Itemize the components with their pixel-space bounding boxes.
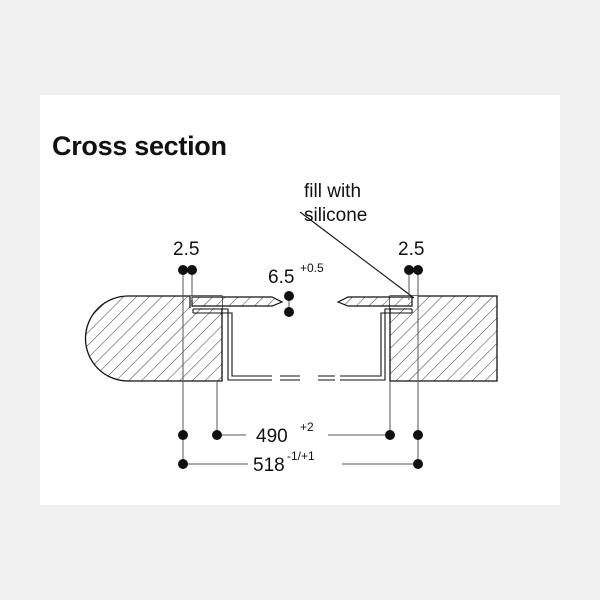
silicone-note-line1: fill with bbox=[304, 181, 361, 202]
dimension-dots bbox=[178, 265, 423, 469]
outer-width-tolerance: -1/+1 bbox=[287, 449, 315, 463]
depth-label: 6.5 bbox=[268, 267, 294, 288]
depth-tolerance: +0.5 bbox=[300, 261, 324, 275]
outer-width-label: 518 bbox=[253, 455, 285, 476]
gap-left-label: 2.5 bbox=[173, 239, 199, 260]
hob-frame-right bbox=[318, 308, 413, 381]
gap-right-label: 2.5 bbox=[398, 239, 424, 260]
page-title: Cross section bbox=[52, 131, 227, 161]
hob-panel-right bbox=[336, 296, 413, 307]
hob-frame-left bbox=[192, 308, 300, 381]
right-worktop bbox=[389, 295, 498, 382]
inner-width-tolerance: +2 bbox=[300, 420, 314, 434]
depth-value: 6.5 bbox=[268, 267, 294, 288]
left-worktop bbox=[84, 295, 223, 382]
silicone-leader bbox=[299, 211, 415, 299]
hob-panel-left bbox=[191, 296, 284, 307]
inner-width-label: 490 bbox=[256, 426, 288, 447]
silicone-note-line2: silicone bbox=[304, 205, 367, 226]
